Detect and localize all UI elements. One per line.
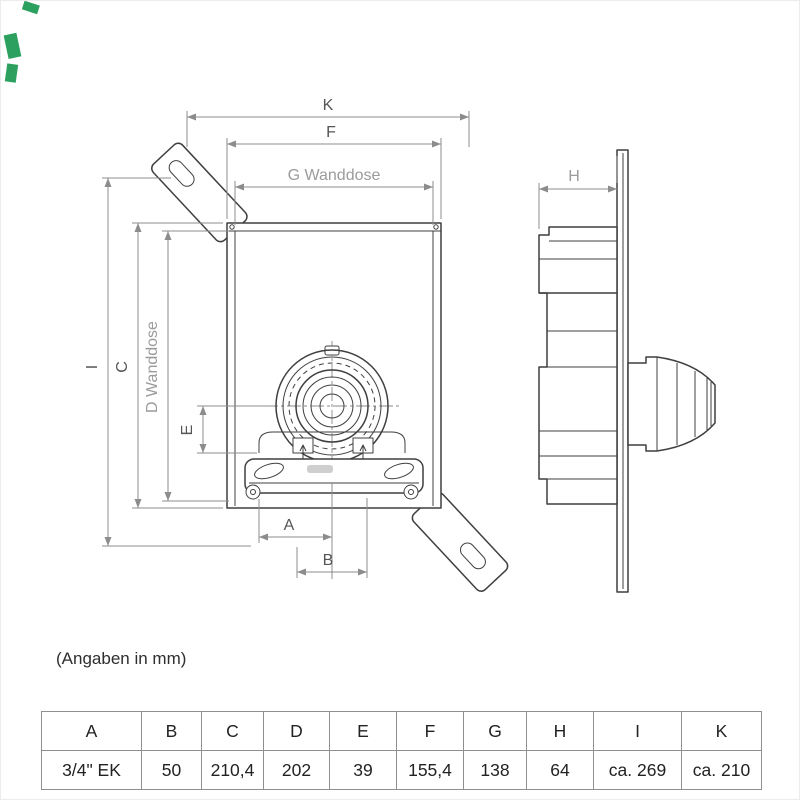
dim-label-K: K	[323, 97, 334, 114]
dim-label-D: D Wanddose	[144, 321, 161, 413]
value-K: ca. 210	[681, 750, 762, 790]
position-pin	[299, 444, 307, 459]
value-C: 210,4	[201, 750, 264, 790]
value-D: 202	[263, 750, 330, 790]
value-H: 64	[526, 750, 594, 790]
value-A: 3/4" EK	[41, 750, 142, 790]
centerlines	[264, 341, 400, 479]
outlet-connector	[627, 356, 716, 452]
position-pin	[359, 444, 367, 459]
scan-artifact	[3, 32, 22, 59]
col-header-A: A	[41, 711, 142, 751]
dim-label-C: C	[114, 361, 131, 373]
box-profile	[538, 226, 618, 505]
scan-artifact	[4, 63, 19, 83]
dim-G: G Wanddose	[234, 167, 434, 225]
value-E: 39	[329, 750, 397, 790]
col-header-G: G	[463, 711, 527, 751]
value-I: ca. 269	[593, 750, 682, 790]
dim-label-I: I	[84, 365, 101, 369]
dim-E: E	[179, 405, 269, 454]
col-header-H: H	[526, 711, 594, 751]
col-header-B: B	[141, 711, 202, 751]
bracket-slot	[460, 542, 486, 570]
back-plate	[616, 149, 629, 593]
dim-label-B: B	[323, 552, 334, 569]
values-row: 3/4" EK 50 210,4 202 39 155,4 138 64 ca.…	[41, 750, 762, 790]
drain-fitting	[275, 345, 389, 463]
front-view: K F G Wanddose I	[84, 97, 509, 592]
col-header-I: I	[593, 711, 682, 751]
logo-mark	[307, 465, 333, 473]
dim-A: A	[258, 483, 333, 579]
dim-D: D Wanddose	[144, 230, 229, 502]
value-B: 50	[141, 750, 202, 790]
value-F: 155,4	[396, 750, 464, 790]
units-note: (Angaben in mm)	[56, 649, 187, 668]
value-G: 138	[463, 750, 527, 790]
bracket-slot	[168, 160, 195, 187]
dim-label-F: F	[326, 124, 336, 141]
dim-label-E: E	[179, 425, 196, 436]
col-header-K: K	[681, 711, 762, 751]
col-header-C: C	[201, 711, 264, 751]
dim-K: K	[186, 97, 470, 147]
header-row: A B C D E F G H I K	[41, 711, 762, 751]
dim-C: C	[114, 222, 223, 509]
dim-label-A: A	[284, 517, 295, 534]
bar-slot	[384, 462, 414, 480]
dim-F: F	[226, 124, 442, 219]
scan-artifacts	[3, 1, 40, 83]
dim-B: B	[296, 498, 368, 578]
bar-slot	[254, 462, 284, 480]
clamp-bracket	[258, 431, 406, 459]
dim-H: H	[538, 156, 618, 229]
dim-I: I	[84, 177, 251, 547]
col-header-F: F	[396, 711, 464, 751]
dim-label-H: H	[568, 168, 580, 185]
scan-artifact	[21, 1, 40, 15]
bottom-bar	[244, 458, 424, 500]
spec-table: A B C D E F G H I K 3/4" EK 50 210,4 202…	[41, 711, 762, 790]
side-view: H	[538, 149, 716, 593]
dim-label-G: G Wanddose	[288, 167, 381, 184]
screw	[245, 484, 261, 500]
screw	[403, 484, 419, 500]
technical-drawing: K F G Wanddose I	[3, 1, 716, 593]
col-header-D: D	[263, 711, 330, 751]
col-header-E: E	[329, 711, 397, 751]
